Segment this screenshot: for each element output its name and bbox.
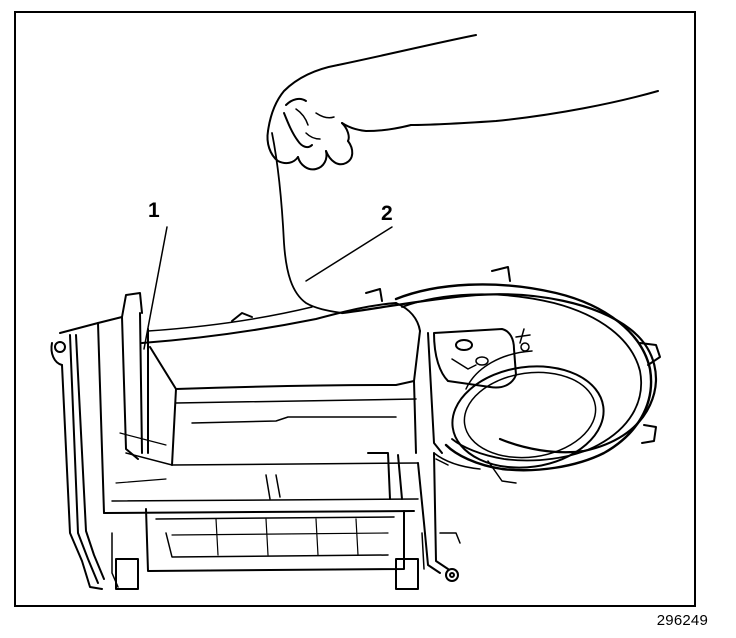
leader-line-2 — [305, 226, 393, 282]
callout-label-2: 2 — [381, 202, 393, 225]
blower-scroll — [231, 266, 661, 484]
hand-drawing — [266, 34, 659, 171]
illustration-frame — [14, 11, 696, 607]
hvac-housing — [50, 292, 461, 590]
cutting-wire — [271, 132, 657, 454]
hvac-housing-illustration — [50, 34, 661, 590]
figure-number: 296249 — [656, 612, 708, 629]
callout-label-1: 1 — [148, 199, 160, 222]
